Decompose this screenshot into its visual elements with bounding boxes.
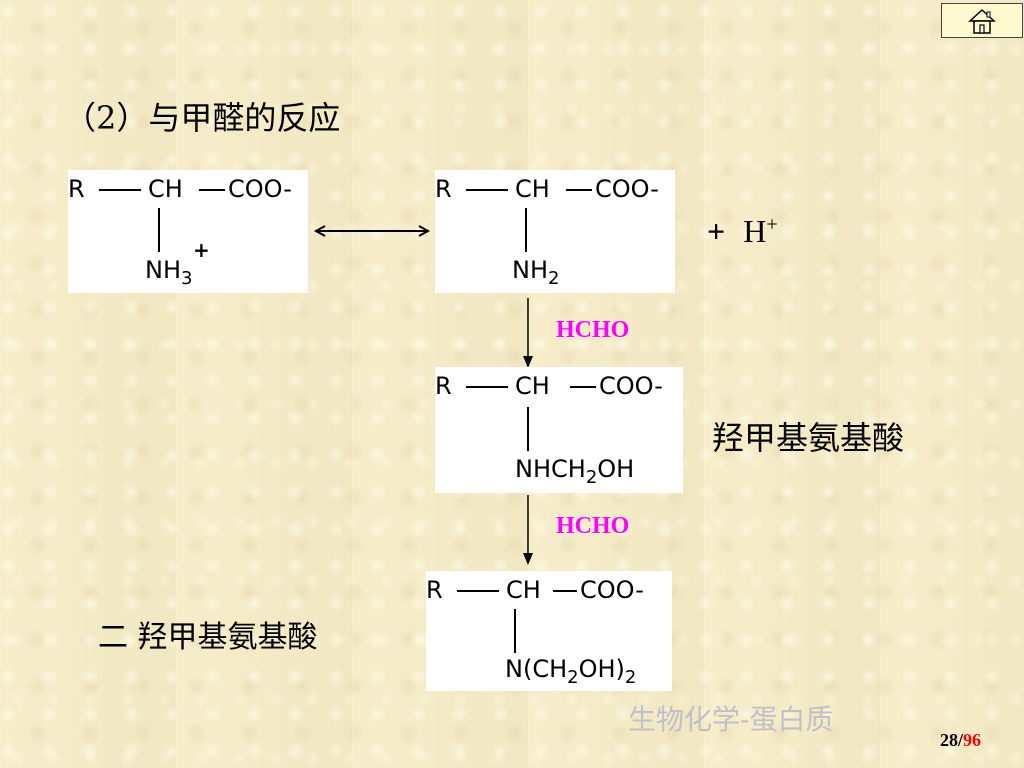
charge-plus: + bbox=[193, 238, 210, 262]
r-group: R bbox=[435, 372, 452, 400]
home-icon bbox=[968, 8, 996, 34]
hydroxymethyl-amino-group: NHCH2OH bbox=[515, 455, 635, 488]
coo-group: COO- bbox=[228, 175, 292, 203]
bond-ch-coo bbox=[570, 386, 596, 388]
reagent-formaldehyde-1: HCHO bbox=[556, 317, 630, 343]
structure-protonated: R CH COO- NH3 + bbox=[68, 170, 308, 293]
home-button[interactable] bbox=[941, 3, 1023, 38]
bond-ch-n bbox=[158, 208, 160, 252]
bond-r-ch bbox=[457, 590, 499, 592]
bond-ch-n bbox=[525, 208, 527, 252]
bond-r-ch bbox=[466, 189, 508, 191]
coo-group: COO- bbox=[599, 372, 663, 400]
equilibrium-arrow bbox=[313, 225, 431, 237]
proton-charge: + bbox=[766, 213, 778, 236]
amino-group: NH3 bbox=[145, 256, 193, 289]
structure-hydroxymethyl: R CH COO- NHCH2OH bbox=[435, 367, 683, 493]
ch-group: CH bbox=[506, 576, 541, 604]
hydrogen-symbol: H bbox=[743, 213, 767, 249]
structure-dihydroxymethyl: R CH COO- N(CH2OH)2 bbox=[426, 571, 672, 691]
page-number: 28/96 bbox=[940, 730, 981, 751]
coo-group: COO- bbox=[595, 175, 659, 203]
slide-title: （2）与甲醛的反应 bbox=[64, 99, 341, 137]
reagent-formaldehyde-2: HCHO bbox=[556, 513, 630, 539]
amino-group: NH2 bbox=[512, 256, 560, 289]
page-current: 28/ bbox=[940, 730, 964, 750]
structure-free-amine: R CH COO- NH2 bbox=[435, 170, 675, 293]
coo-group: COO- bbox=[580, 576, 644, 604]
bond-r-ch bbox=[466, 386, 508, 388]
proton-release: + H+ bbox=[707, 213, 778, 250]
ch-group: CH bbox=[515, 372, 550, 400]
r-group: R bbox=[435, 175, 452, 203]
bond-ch-coo bbox=[199, 189, 225, 191]
bond-ch-coo bbox=[566, 189, 592, 191]
label-hydroxymethyl-amino-acid: 羟甲基氨基酸 bbox=[712, 419, 905, 457]
plus-sign: + bbox=[707, 213, 726, 249]
bond-ch-n bbox=[514, 609, 516, 653]
footer-course-title: 生物化学-蛋白质 bbox=[628, 703, 834, 736]
bond-ch-n bbox=[527, 407, 529, 451]
reaction-arrow-2 bbox=[523, 495, 533, 565]
bond-r-ch bbox=[99, 189, 141, 191]
ch-group: CH bbox=[148, 175, 183, 203]
dihydroxymethyl-amino-group: N(CH2OH)2 bbox=[505, 655, 637, 688]
r-group: R bbox=[426, 576, 443, 604]
page-total[interactable]: 96 bbox=[963, 730, 982, 750]
bond-ch-coo bbox=[553, 590, 577, 592]
r-group: R bbox=[68, 175, 85, 203]
ch-group: CH bbox=[515, 175, 550, 203]
label-dihydroxymethyl-amino-acid: 二 羟甲基氨基酸 bbox=[98, 620, 318, 655]
reaction-arrow-1 bbox=[523, 298, 533, 368]
